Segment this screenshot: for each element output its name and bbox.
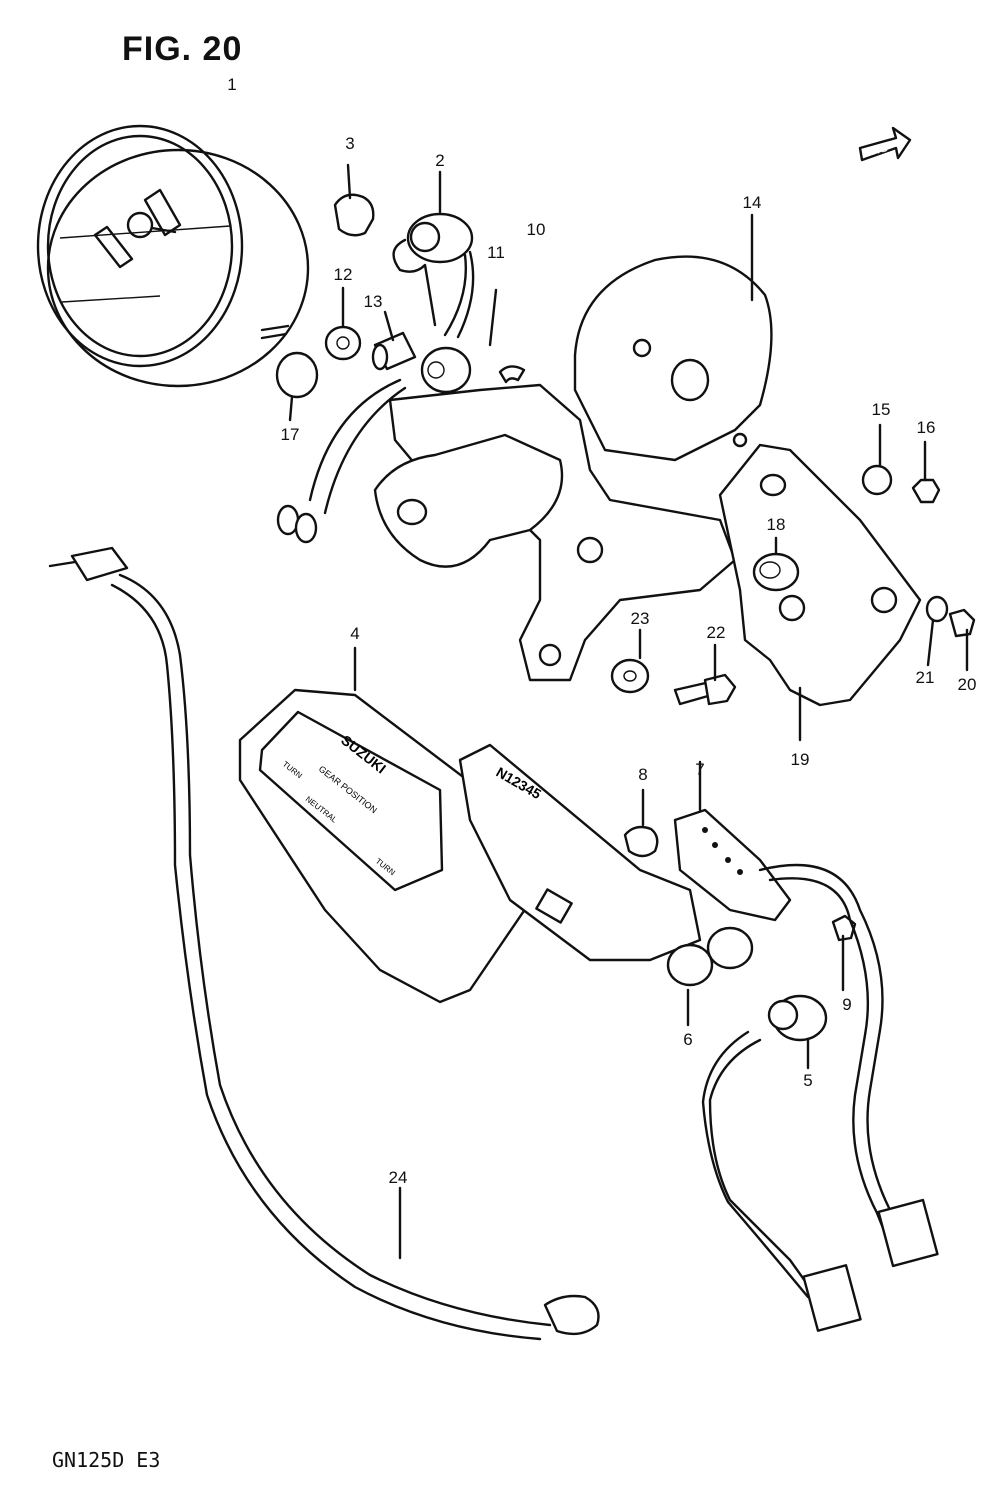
bulb-3 bbox=[333, 163, 375, 237]
nut-16 bbox=[911, 440, 941, 504]
callout-12: 12 bbox=[333, 265, 353, 284]
callout-14: 14 bbox=[742, 193, 762, 212]
callout-24: 24 bbox=[388, 1168, 408, 1187]
speedometer-cable-24 bbox=[48, 546, 600, 1341]
screw-20 bbox=[948, 608, 976, 672]
bulb-8 bbox=[623, 788, 659, 858]
callout-15: 15 bbox=[871, 400, 891, 419]
bolt-22 bbox=[673, 643, 737, 706]
washer-12 bbox=[324, 286, 362, 361]
washer-23 bbox=[610, 628, 650, 694]
forward-arrow-icon: FWD bbox=[858, 126, 912, 162]
wiring-harness bbox=[701, 863, 939, 1332]
socket-11 bbox=[276, 238, 498, 544]
callout-11: 11 bbox=[487, 243, 505, 262]
callout-23: 23 bbox=[630, 609, 650, 628]
indicator-housing-4: SUZUKI GEAR POSITION TURN NEUTRAL TURN bbox=[238, 646, 547, 1004]
callout-10: 10 bbox=[526, 220, 546, 239]
callout-16: 16 bbox=[916, 418, 936, 437]
model-code: GN125D E3 bbox=[52, 1448, 161, 1472]
callout-18: 18 bbox=[766, 515, 786, 534]
grommet-13 bbox=[371, 310, 417, 371]
socket-6 bbox=[666, 926, 754, 1027]
socket-2 bbox=[406, 170, 475, 339]
bracket-10 bbox=[373, 365, 737, 682]
cap-17 bbox=[275, 351, 319, 422]
callout-6: 6 bbox=[683, 1030, 693, 1049]
callout-7: 7 bbox=[695, 760, 705, 779]
fwd-label: FWD bbox=[863, 142, 890, 160]
callout-2: 2 bbox=[435, 151, 445, 170]
callout-8: 8 bbox=[638, 765, 648, 784]
callout-17: 17 bbox=[280, 425, 300, 444]
figure-title: FIG. 20 bbox=[122, 30, 243, 68]
plate-7 bbox=[673, 760, 792, 922]
callout-21: 21 bbox=[915, 668, 935, 687]
cover-14 bbox=[573, 213, 773, 462]
callout-1: 1 bbox=[227, 75, 237, 94]
speedometer bbox=[36, 124, 310, 388]
bracket-19 bbox=[718, 443, 922, 742]
socket-5 bbox=[767, 994, 828, 1070]
screw-9 bbox=[831, 914, 857, 992]
washer-21 bbox=[925, 595, 949, 667]
callout-22: 22 bbox=[706, 623, 726, 642]
callout-13: 13 bbox=[363, 292, 383, 311]
callout-9: 9 bbox=[842, 995, 852, 1014]
spacer-18 bbox=[752, 536, 800, 592]
callout-20: 20 bbox=[957, 675, 977, 694]
callout-19: 19 bbox=[790, 750, 810, 769]
washer-15 bbox=[861, 423, 893, 496]
callout-3: 3 bbox=[345, 134, 355, 153]
callout-5: 5 bbox=[803, 1071, 813, 1090]
callout-4: 4 bbox=[350, 624, 360, 643]
